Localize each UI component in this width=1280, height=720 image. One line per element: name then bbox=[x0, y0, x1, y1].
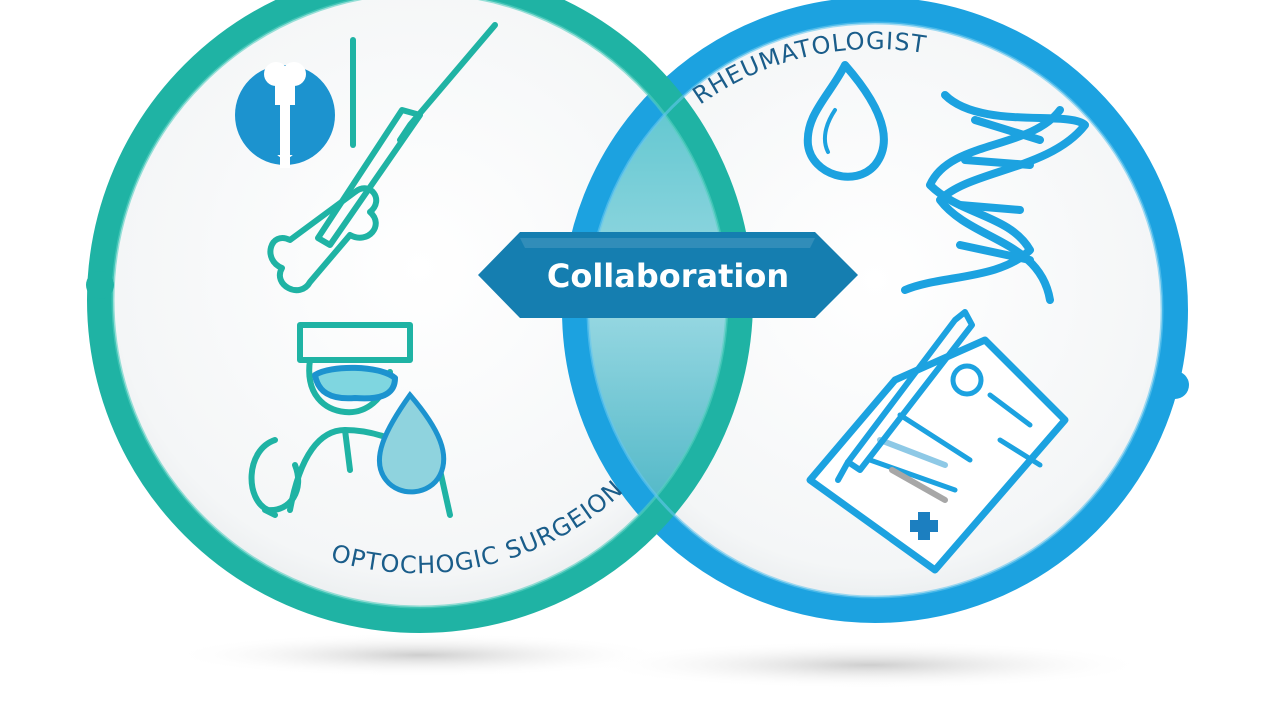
pen-icon bbox=[835, 309, 975, 483]
bone-icon bbox=[267, 185, 380, 294]
collaboration-banner: Collaboration bbox=[478, 232, 858, 318]
collaboration-label: Collaboration bbox=[547, 257, 789, 295]
surgeon-icon bbox=[287, 322, 453, 518]
dna-icon bbox=[901, 91, 1089, 304]
bone-badge-icon bbox=[235, 62, 335, 168]
stethoscope-icon bbox=[248, 437, 302, 518]
drop-icon bbox=[376, 390, 447, 495]
water-drop-icon bbox=[803, 61, 888, 181]
scalpel-icon bbox=[315, 22, 498, 248]
left-circle-shadow bbox=[170, 633, 670, 677]
right-ring-knob bbox=[1161, 371, 1189, 399]
medical-report-icon bbox=[806, 336, 1069, 574]
medical-cross-icon bbox=[910, 512, 938, 540]
right-circle-shadow bbox=[590, 641, 1150, 689]
left-ring-knob bbox=[86, 271, 114, 299]
